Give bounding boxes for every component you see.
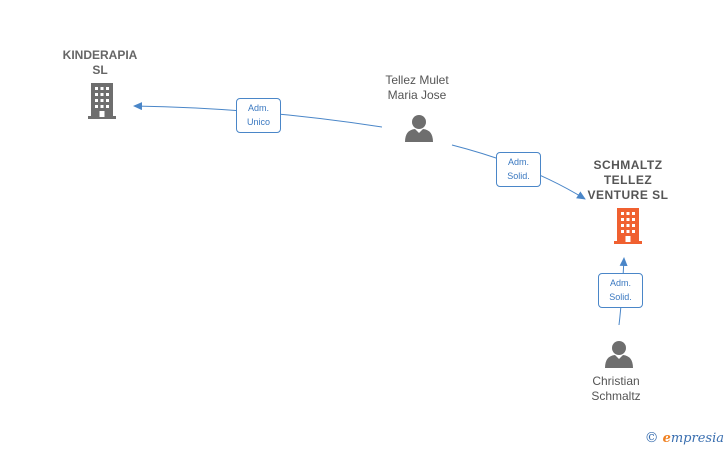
empresia-logo: ©empresia xyxy=(644,430,724,446)
node-label-tellez[interactable]: Tellez Mulet Maria Jose xyxy=(385,73,449,102)
person-icon[interactable] xyxy=(604,340,634,368)
edge-label-adm-solid-tellez[interactable]: Adm. Solid. xyxy=(496,152,541,187)
copyright-icon: © xyxy=(644,430,659,446)
person-icon[interactable] xyxy=(404,114,434,142)
edge-label-adm-solid-christian[interactable]: Adm. Solid. xyxy=(598,273,643,308)
building-icon-highlighted[interactable] xyxy=(612,208,644,244)
building-icon[interactable] xyxy=(86,83,118,119)
node-label-christian[interactable]: Christian Schmaltz xyxy=(591,374,641,403)
edge-label-adm-unico[interactable]: Adm. Unico xyxy=(236,98,281,133)
node-label-kinderapia[interactable]: KINDERAPIA SL xyxy=(62,48,138,77)
node-label-schmaltz-tellez[interactable]: SCHMALTZ TELLEZ VENTURE SL xyxy=(587,158,669,202)
